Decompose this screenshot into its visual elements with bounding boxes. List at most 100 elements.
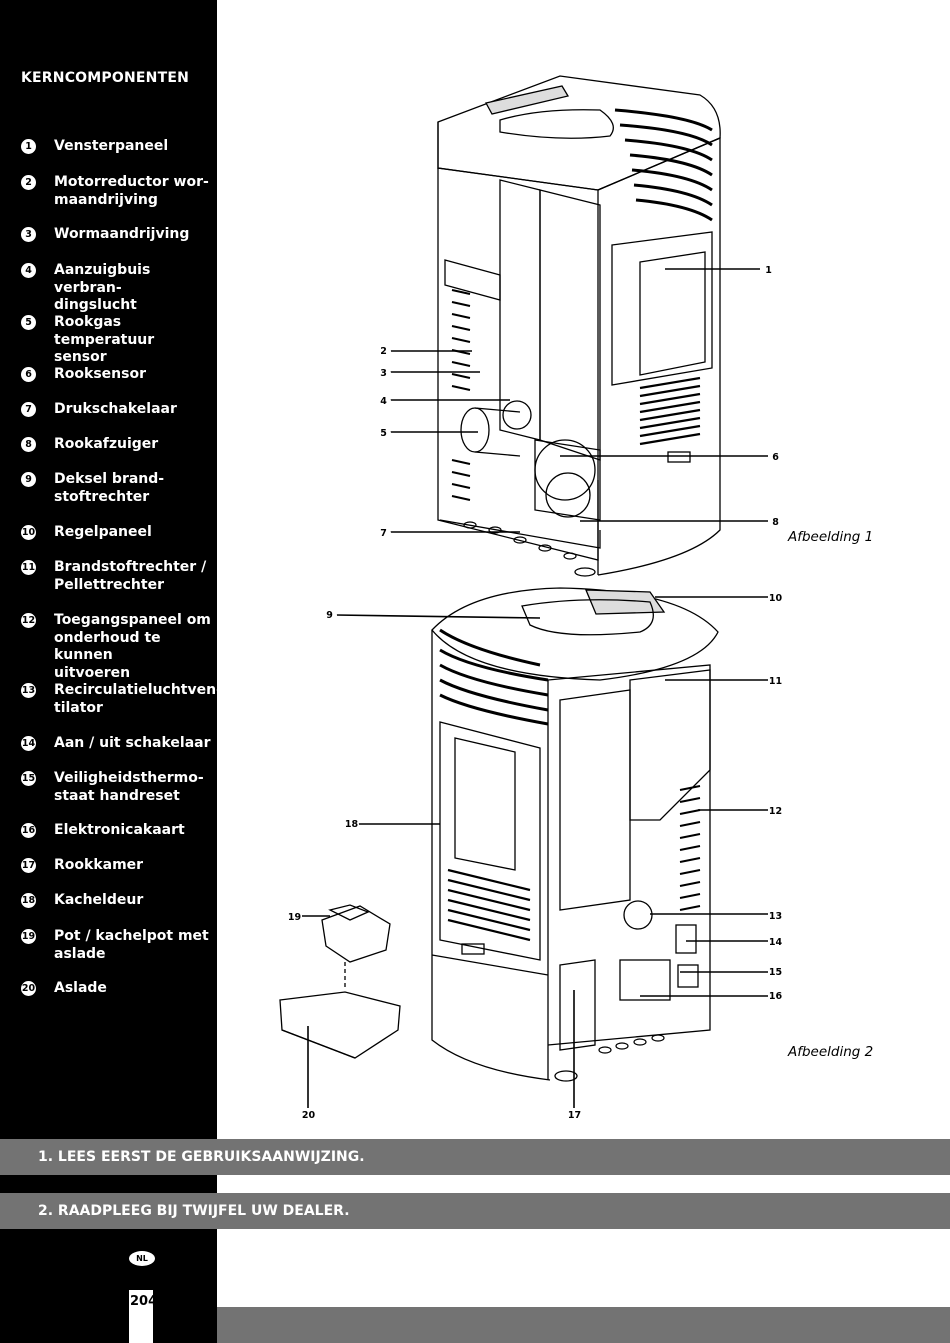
component-item: 2 Motorreductor wor- maandrijving	[21, 174, 211, 209]
callout-text: 18	[344, 819, 359, 830]
callout-11: 11	[768, 674, 783, 689]
component-item: 17 Rookkamer	[21, 857, 211, 875]
page-number: 204	[130, 1294, 158, 1309]
component-label: Rookafzuiger	[54, 436, 159, 452]
page-number-box	[129, 1290, 153, 1343]
component-label: Wormaandrijving	[54, 226, 190, 242]
component-label: Rooksensor	[54, 366, 146, 382]
callout-text: 1	[765, 265, 772, 276]
component-label: Motorreductor wor- maandrijving	[54, 174, 209, 208]
callout-14: 14	[768, 935, 783, 950]
callout-20: 20	[301, 1108, 316, 1123]
instruction-banner-1: 1. LEES EERST DE GEBRUIKSAANWIJZING.	[0, 1139, 950, 1175]
component-item: 11 Brandstoftrechter / Pellettrechter	[21, 559, 211, 594]
callout-text: 8	[772, 517, 779, 528]
component-label: Veiligheidsthermo- staat handreset	[54, 770, 204, 804]
callout-5: 5	[376, 426, 391, 441]
component-label: Kacheldeur	[54, 892, 144, 908]
callout-text: 14	[768, 937, 783, 948]
figure-caption-2: Afbeelding 2	[788, 1044, 874, 1060]
number-badge: 10	[21, 525, 36, 540]
callout-18: 18	[344, 817, 359, 832]
callout-1: 1	[761, 263, 776, 278]
callout-10: 10	[768, 591, 783, 606]
component-label: Recirculatieluchtven- tilator	[54, 682, 222, 716]
callout-19: 19	[287, 910, 302, 925]
component-label: Vensterpaneel	[54, 138, 169, 154]
instruction-banner-2: 2. RAADPLEEG BIJ TWIJFEL UW DEALER.	[0, 1193, 950, 1229]
number-badge: 11	[21, 560, 36, 575]
component-item: 18 Kacheldeur	[21, 892, 211, 910]
callout-text: 19	[287, 912, 302, 923]
component-label: Toegangspaneel om onderhoud te kunnen ui…	[54, 612, 211, 681]
section-title: KERNCOMPONENTEN	[21, 70, 190, 86]
component-label: Aslade	[54, 980, 107, 996]
callout-leaders	[302, 268, 768, 1108]
component-label: Deksel brand- stoftrechter	[54, 471, 165, 505]
callout-text: 12	[768, 806, 783, 817]
component-label: Rookgas temperatuur sensor	[54, 314, 155, 365]
callout-text: 2	[380, 346, 387, 357]
callout-8: 8	[768, 515, 783, 530]
number-badge: 6	[21, 367, 36, 382]
callout-16: 16	[768, 989, 783, 1004]
number-badge: 14	[21, 736, 36, 751]
component-item: 6 Rooksensor	[21, 366, 211, 384]
component-item: 7 Drukschakelaar	[21, 401, 211, 419]
component-item: 8 Rookafzuiger	[21, 436, 211, 454]
number-badge: 18	[21, 893, 36, 908]
component-label: Aan / uit schakelaar	[54, 735, 211, 751]
figure-caption-1: Afbeelding 1	[788, 529, 874, 545]
callout-text: 6	[772, 452, 779, 463]
callout-text: 5	[380, 428, 387, 439]
component-label: Brandstoftrechter / Pellettrechter	[54, 559, 207, 593]
component-label: Drukschakelaar	[54, 401, 177, 417]
stove-figure-1	[437, 75, 721, 577]
component-item: 5 Rookgas temperatuur sensor	[21, 314, 211, 367]
number-badge: 16	[21, 823, 36, 838]
callout-4: 4	[376, 394, 391, 409]
callout-text: 20	[301, 1110, 316, 1121]
number-badge: 12	[21, 613, 36, 628]
callout-text: 9	[326, 610, 333, 621]
number-badge: 4	[21, 263, 36, 278]
stove-figure-2	[431, 587, 719, 1082]
number-badge: 8	[21, 437, 36, 452]
callout-text: 11	[768, 676, 783, 687]
number-badge: 19	[21, 929, 36, 944]
callout-text: 10	[768, 593, 783, 604]
number-badge: 15	[21, 771, 36, 786]
component-item: 10 Regelpaneel	[21, 524, 211, 542]
callout-text: 17	[567, 1110, 582, 1121]
component-label: Rookkamer	[54, 857, 144, 873]
component-item: 19 Pot / kachelpot met aslade	[21, 928, 211, 963]
callout-13: 13	[768, 909, 783, 924]
number-badge: 17	[21, 858, 36, 873]
callout-12: 12	[768, 804, 783, 819]
callout-17: 17	[567, 1108, 582, 1123]
component-item: 3 Wormaandrijving	[21, 226, 211, 244]
component-item: 12 Toegangspaneel om onderhoud te kunnen …	[21, 612, 211, 682]
callout-text: 15	[768, 967, 783, 978]
callout-text: 7	[380, 528, 387, 539]
number-badge: 3	[21, 227, 36, 242]
component-label: Aanzuigbuis verbran- dingslucht	[54, 262, 151, 313]
footer-bar	[217, 1307, 950, 1343]
callout-text: 16	[768, 991, 783, 1002]
number-badge: 20	[21, 981, 36, 996]
number-badge: 7	[21, 402, 36, 417]
callout-15: 15	[768, 965, 783, 980]
banner-text: 1. LEES EERST DE GEBRUIKSAANWIJZING.	[38, 1149, 365, 1165]
callout-3: 3	[376, 366, 391, 381]
number-badge: 2	[21, 175, 36, 190]
number-badge: 5	[21, 315, 36, 330]
component-label: Regelpaneel	[54, 524, 152, 540]
component-label: Pot / kachelpot met aslade	[54, 928, 209, 962]
callout-7: 7	[376, 526, 391, 541]
callout-6: 6	[768, 450, 783, 465]
